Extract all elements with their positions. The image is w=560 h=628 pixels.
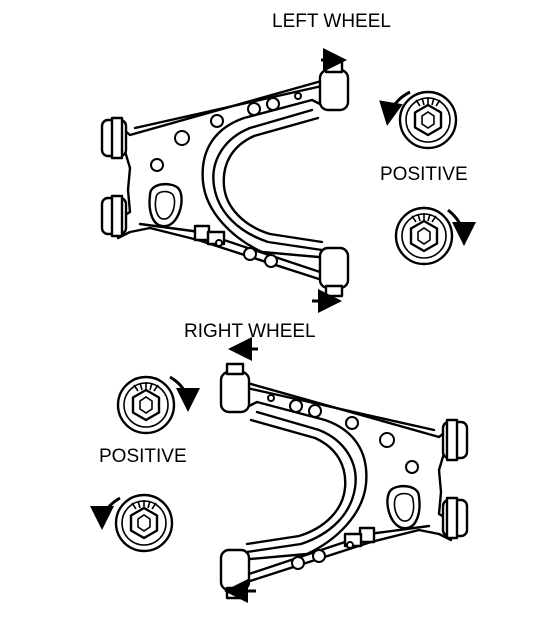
right-positive-label: POSITIVE: [99, 446, 187, 467]
left-positive-label: POSITIVE: [380, 164, 468, 185]
right-cam-bolt-bottom-icon: [114, 493, 174, 553]
left-cam-bolt-bottom-icon: [394, 206, 454, 266]
right-rotation-arrow-ccw-icon: [90, 496, 121, 530]
left-cam-bolt-top-icon: [398, 90, 458, 150]
right-cam-bolt-top-icon: [116, 375, 176, 435]
left-wheel-title: LEFT WHEEL: [272, 11, 391, 32]
right-rotation-arrow-cw-icon: [169, 375, 200, 412]
right-wheel-title: RIGHT WHEEL: [184, 321, 316, 342]
left-rotation-arrow-cw-icon: [447, 208, 476, 246]
right-control-arm: [219, 362, 469, 600]
left-control-arm: [100, 60, 350, 298]
left-rotation-arrow-ccw-icon: [379, 90, 411, 126]
